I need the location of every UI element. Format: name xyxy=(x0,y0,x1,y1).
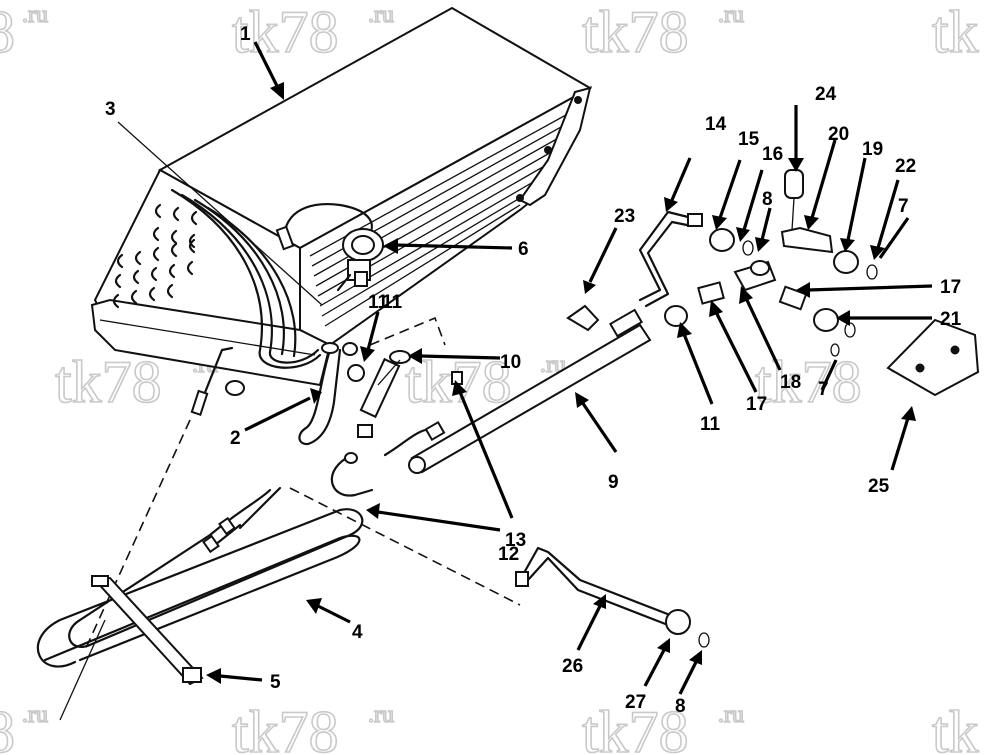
watermark-main: tk78 xyxy=(582,699,689,755)
callout-label: 14 xyxy=(705,114,727,135)
callout-label: 4 xyxy=(352,622,363,643)
callout-label: 16 xyxy=(762,144,783,165)
callout-label: 19 xyxy=(862,139,883,160)
callout-label: 25 xyxy=(868,476,890,497)
watermark-suffix: .ru xyxy=(368,2,394,28)
watermark-main: tk78 xyxy=(232,0,339,65)
watermark-main: tk78 xyxy=(405,349,512,415)
watermark-fragment: tk xyxy=(932,0,979,65)
callout-label: 18 xyxy=(780,372,801,393)
callout-label: 23 xyxy=(614,206,635,227)
watermark-fragment: 8 xyxy=(0,699,15,755)
callout-label: 15 xyxy=(738,129,760,150)
evaporator-housing xyxy=(90,6,593,387)
callout-label: 11 xyxy=(382,292,403,313)
callout-label: 8 xyxy=(675,696,686,717)
callout-label: 5 xyxy=(270,672,281,693)
watermark-suffix: .ru xyxy=(22,2,48,28)
callout-label: 3 xyxy=(105,99,116,120)
liquid-line-hose xyxy=(383,308,652,474)
watermark-fragment: tk xyxy=(932,699,979,755)
tube-26-assembly xyxy=(515,546,710,648)
callout-label: 12 xyxy=(498,544,519,565)
pressure-switch-assembly xyxy=(342,342,463,438)
callout-label: 21 xyxy=(940,309,962,330)
callout-label: 7 xyxy=(818,379,829,400)
watermark-main: tk78 xyxy=(755,349,862,415)
callout-label: 22 xyxy=(895,156,916,177)
watermark-suffix: .ru xyxy=(718,2,744,28)
callout-label: 9 xyxy=(608,472,619,493)
heater-loop xyxy=(36,486,364,721)
watermark-layer: 8 .ru tk78 .ru tk78 .ru tk tk78 .ru tk78… xyxy=(0,0,979,755)
callout-label: 17 xyxy=(940,277,961,298)
callout-arrows xyxy=(117,41,933,695)
callout-label: 11 xyxy=(368,292,389,313)
watermark-main: tk78 xyxy=(232,699,339,755)
callout-label: 10 xyxy=(500,352,521,373)
callout-labels: 1 2 3 4 5 6 7 7 8 8 9 10 11 11 11 12 13 … xyxy=(105,24,962,717)
callout-label: 20 xyxy=(828,124,849,145)
callout-label: 27 xyxy=(625,692,646,713)
callout-label: 8 xyxy=(762,189,773,210)
callout-label: 11 xyxy=(700,414,721,435)
callout-label: 24 xyxy=(815,84,837,105)
callout-label: 7 xyxy=(898,196,909,217)
callout-label: 6 xyxy=(518,239,529,260)
watermark-suffix: .ru xyxy=(718,702,744,728)
callout-label: 26 xyxy=(562,656,583,677)
watermark-suffix: .ru xyxy=(22,702,48,728)
watermark-suffix: .ru xyxy=(368,702,394,728)
callout-label: 13 xyxy=(505,530,526,551)
expansion-valve xyxy=(336,228,384,292)
callout-label: 2 xyxy=(230,428,241,449)
connector-tube xyxy=(196,346,234,412)
watermark-fragment: 8 xyxy=(0,0,15,65)
tube-12 xyxy=(330,453,374,497)
dashed-connection-lines xyxy=(84,316,521,651)
watermark-main: tk78 xyxy=(582,0,689,65)
watermark-main: tk78 xyxy=(55,349,162,415)
callout-label: 1 xyxy=(240,24,251,45)
charge-fittings xyxy=(566,169,980,397)
callout-label: 17 xyxy=(746,394,767,415)
